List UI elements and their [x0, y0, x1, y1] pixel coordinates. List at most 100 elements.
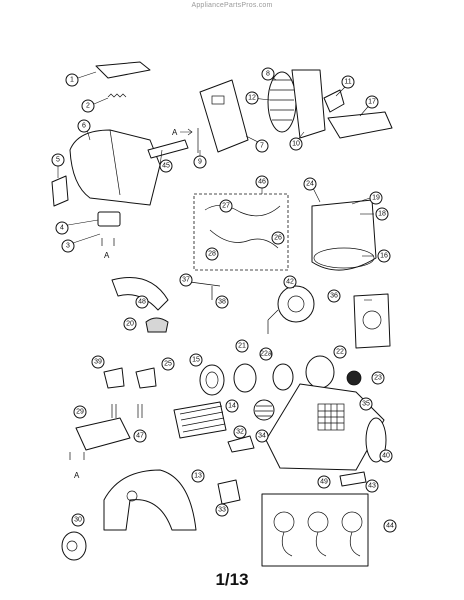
svg-text:33: 33: [218, 507, 226, 514]
callout-36: 36: [327, 289, 341, 303]
callout-11: 11: [341, 75, 355, 89]
callout-47: 47: [133, 429, 147, 443]
svg-text:7: 7: [260, 143, 264, 150]
svg-text:26: 26: [274, 235, 282, 242]
fastener-label-a-top: A: [172, 128, 178, 137]
svg-text:43: 43: [368, 483, 376, 490]
callout-44: 44: [383, 519, 397, 533]
svg-text:30: 30: [74, 517, 82, 524]
part-dust-cup: [311, 199, 377, 271]
svg-text:25: 25: [164, 361, 172, 368]
svg-text:17: 17: [368, 99, 376, 106]
part-cap-left: [103, 367, 125, 389]
callout-8: 8: [261, 67, 275, 81]
callout-32: 32: [233, 425, 247, 439]
part-shaft: [147, 139, 189, 159]
svg-text:22: 22: [336, 349, 344, 356]
callout-16: 16: [377, 249, 391, 263]
part-coupling: [217, 479, 241, 505]
part-fitting: [323, 89, 345, 113]
callout-12: 12: [245, 91, 259, 105]
svg-text:4: 4: [60, 225, 64, 232]
part-ring-22: [305, 355, 335, 389]
callout-19: 19: [369, 191, 383, 205]
screw-a-lower: [69, 452, 85, 460]
part-handle-grip: [95, 61, 151, 79]
callout-14: 14: [225, 399, 239, 413]
svg-text:10: 10: [292, 141, 300, 148]
callout-48: 48: [135, 295, 149, 309]
callout-labels: 1 2 3 4 5 6 7 8 9 10 11 12 13 14 15 16 1…: [51, 67, 397, 533]
svg-text:5: 5: [56, 157, 60, 164]
svg-text:20: 20: [126, 321, 134, 328]
callout-21: 21: [235, 339, 249, 353]
svg-text:47: 47: [136, 433, 144, 440]
cord-group-box: [261, 493, 369, 567]
svg-text:36: 36: [330, 293, 338, 300]
callout-45: 45: [159, 159, 173, 173]
callout-5: 5: [51, 153, 65, 167]
watermark: AppliancePartsPros.com: [191, 2, 273, 9]
part-foot: [145, 317, 169, 333]
svg-text:40: 40: [382, 453, 390, 460]
svg-text:11: 11: [344, 79, 351, 86]
fastener-label-a-lower: A: [74, 471, 80, 480]
svg-text:37: 37: [182, 277, 190, 284]
svg-text:28: 28: [208, 251, 216, 258]
part-drawings: [51, 61, 393, 567]
callout-10: 10: [289, 137, 303, 151]
svg-text:19: 19: [372, 195, 380, 202]
callout-25: 25: [161, 357, 175, 371]
callout-3: 3: [61, 239, 75, 253]
svg-text:34: 34: [258, 433, 266, 440]
part-wiring: [204, 205, 281, 249]
callout-43: 43: [365, 479, 379, 493]
fastener-label-a-left: A: [104, 251, 110, 260]
callout-26: 26: [271, 231, 285, 245]
svg-text:49: 49: [320, 479, 328, 486]
svg-text:16: 16: [380, 253, 388, 260]
callout-6: 6: [77, 119, 91, 133]
part-bracket: [327, 111, 393, 139]
svg-text:2: 2: [86, 103, 90, 110]
callout-13: 13: [191, 469, 205, 483]
part-end-motor: [61, 531, 87, 561]
svg-text:15: 15: [192, 357, 200, 364]
svg-text:29: 29: [76, 409, 84, 416]
svg-text:24: 24: [306, 181, 314, 188]
fastener-markers: A A A: [74, 128, 193, 480]
part-small-wheel: [346, 370, 362, 386]
svg-text:22a: 22a: [260, 351, 272, 358]
svg-text:42: 42: [286, 279, 294, 286]
svg-text:44: 44: [386, 523, 394, 530]
part-front-housing: [199, 79, 249, 153]
callout-34: 34: [255, 429, 269, 443]
callout-37: 37: [179, 273, 193, 287]
part-mesh-filter: [173, 401, 227, 439]
callout-38: 38: [215, 295, 229, 309]
svg-text:8: 8: [266, 71, 270, 78]
svg-text:38: 38: [218, 299, 226, 306]
callout-2: 2: [81, 99, 95, 113]
arrow-a-top: [180, 128, 193, 136]
svg-text:9: 9: [198, 159, 202, 166]
callout-27: 27: [219, 199, 233, 213]
part-cap-right: [135, 367, 157, 389]
svg-text:6: 6: [82, 123, 86, 130]
part-clip-32: [227, 435, 255, 453]
svg-text:18: 18: [378, 211, 386, 218]
callout-7: 7: [255, 139, 269, 153]
callout-40: 40: [379, 449, 393, 463]
callout-28: 28: [205, 247, 219, 261]
callout-4: 4: [55, 221, 69, 235]
part-link: [189, 281, 221, 300]
callout-23: 23: [371, 371, 385, 385]
svg-text:12: 12: [248, 95, 256, 102]
part-knob: [51, 175, 69, 207]
callout-22: 22: [333, 345, 347, 359]
svg-text:14: 14: [228, 403, 236, 410]
callout-35: 35: [359, 397, 373, 411]
part-fan: [267, 71, 297, 133]
part-ring-22a: [272, 363, 294, 391]
